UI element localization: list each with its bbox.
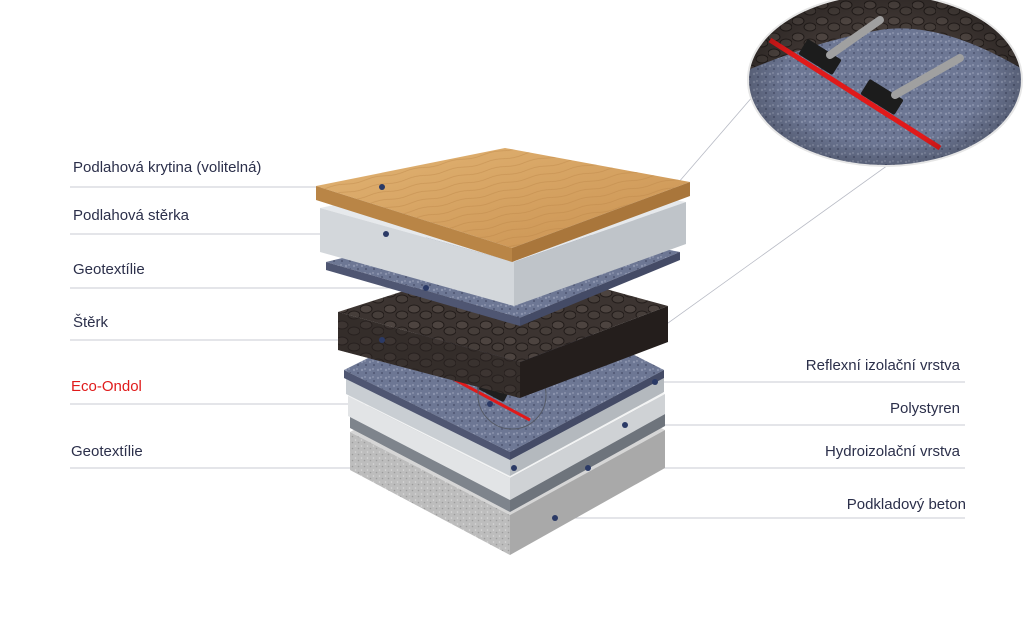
marker-base-concrete [552,515,558,521]
label-base-concrete: Podkladový beton [846,496,966,513]
marker-gravel [379,337,385,343]
label-waterproofing: Hydroizolační vrstva [824,443,960,460]
marker-reflective-insulation [652,379,658,385]
zoom-inset [747,0,1023,167]
marker-geotextile-top [423,285,429,291]
marker-dots [379,184,658,521]
label-gravel: Štěrk [73,314,109,331]
label-geotextile-bottom: Geotextílie [71,443,143,460]
label-reflective-insulation: Reflexní izolační vrstva [805,357,960,374]
label-eco-ondol: Eco-Ondol [71,378,142,395]
marker-floor-screed [383,231,389,237]
marker-waterproofing [585,465,591,471]
label-floor-screed: Podlahová stěrka [73,207,189,224]
label-geotextile-top: Geotextílie [73,261,145,278]
label-polystyrene: Polystyren [889,400,960,417]
leader-lines-right [555,381,965,519]
marker-eco-ondol [487,401,493,407]
marker-polystyrene [622,422,628,428]
layer-floor-covering [316,148,690,262]
label-floor-covering: Podlahová krytina (volitelná) [73,159,262,176]
marker-geotextile-bottom [511,465,517,471]
marker-floor-covering [379,184,385,190]
